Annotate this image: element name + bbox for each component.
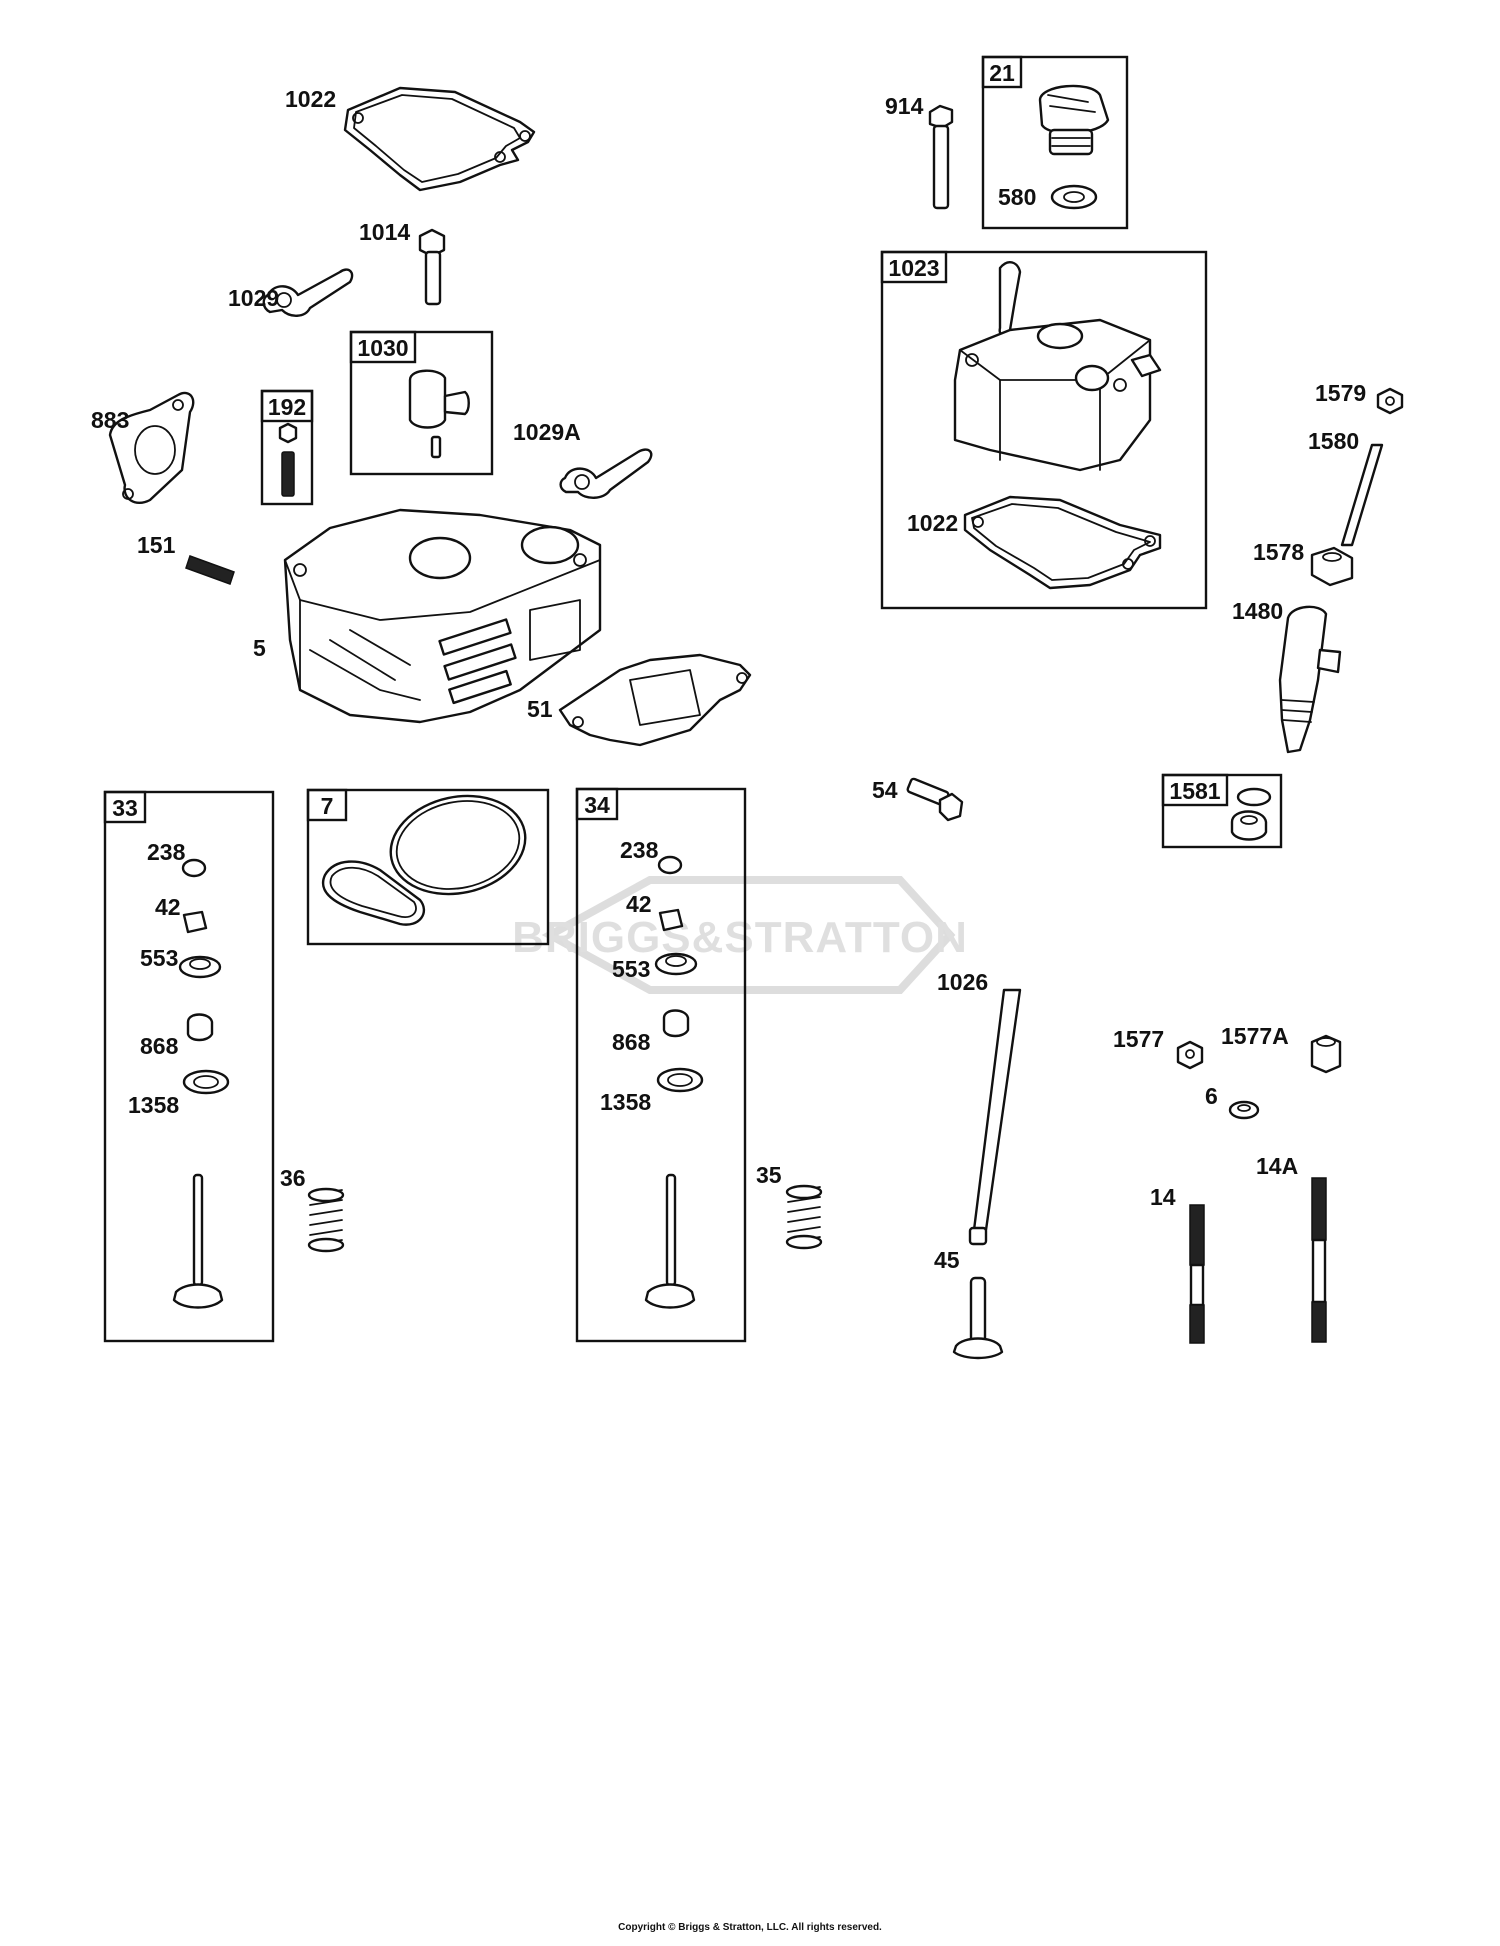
callout-1029a: 1029A bbox=[513, 419, 581, 445]
stud-14 bbox=[1189, 1204, 1205, 1344]
part-1030 bbox=[408, 369, 470, 459]
watermark-text: BRIGGS&STRATTON bbox=[512, 913, 968, 962]
callout-36: 36 bbox=[280, 1165, 306, 1191]
callout-151: 151 bbox=[137, 532, 176, 558]
seal-kit-1581 bbox=[1230, 787, 1272, 841]
rod-1580 bbox=[1340, 443, 1384, 547]
svg-text:1023: 1023 bbox=[888, 255, 939, 281]
tappet-45 bbox=[952, 1276, 1004, 1360]
valve-kit-33-parts bbox=[172, 858, 230, 1309]
callout-1580: 1580 bbox=[1308, 428, 1359, 454]
callout-1358-kit33: 1358 bbox=[128, 1092, 179, 1118]
kit-box-192: 192 bbox=[260, 389, 314, 506]
valve-cover-gasket-lower bbox=[963, 495, 1162, 590]
push-rod-1026 bbox=[968, 988, 1022, 1246]
callout-labels: 1022 914 580 1014 1029 883 1029A 151 5 5… bbox=[91, 86, 1366, 1273]
callout-1578: 1578 bbox=[1253, 539, 1304, 565]
rocker-arm-1029a bbox=[559, 448, 653, 499]
callout-6: 6 bbox=[1205, 1083, 1218, 1109]
valve-cover bbox=[953, 261, 1162, 472]
bolt-914 bbox=[928, 104, 954, 210]
svg-text:21: 21 bbox=[989, 60, 1015, 86]
nut-1577 bbox=[1176, 1040, 1204, 1070]
kit-box-7: 7 bbox=[306, 788, 550, 946]
nut-1577a bbox=[1310, 1034, 1342, 1074]
kit-box-1581: 1581 bbox=[1161, 773, 1283, 849]
callout-1022-top: 1022 bbox=[285, 86, 336, 112]
callout-1579: 1579 bbox=[1315, 380, 1366, 406]
svg-text:33: 33 bbox=[112, 795, 138, 821]
intake-gasket-883 bbox=[108, 391, 195, 505]
callout-1026: 1026 bbox=[937, 969, 988, 995]
callout-868-kit34: 868 bbox=[612, 1029, 651, 1055]
callout-914: 914 bbox=[885, 93, 924, 119]
kit-box-33: 33 bbox=[103, 790, 275, 1343]
svg-text:1030: 1030 bbox=[357, 335, 408, 361]
callout-42-kit33: 42 bbox=[155, 894, 181, 920]
stud-151 bbox=[185, 555, 235, 585]
bolt-54 bbox=[906, 777, 964, 822]
callout-5: 5 bbox=[253, 635, 266, 661]
callout-1029: 1029 bbox=[228, 285, 279, 311]
stud-nut-192 bbox=[278, 422, 298, 497]
exhaust-gasket-51 bbox=[558, 653, 752, 747]
rocker-arm-1029 bbox=[262, 268, 354, 317]
valve-spring-36 bbox=[307, 1187, 345, 1253]
cylinder-head bbox=[283, 508, 602, 724]
kit-box-34: 34 bbox=[575, 787, 747, 1343]
copyright-notice: Copyright © Briggs & Stratton, LLC. All … bbox=[618, 1922, 882, 1933]
component-1480 bbox=[1278, 605, 1342, 754]
callout-580: 580 bbox=[998, 184, 1036, 210]
nut-1579 bbox=[1376, 387, 1404, 415]
kit-box-21: 21 bbox=[981, 55, 1129, 230]
svg-text:192: 192 bbox=[268, 394, 306, 420]
callout-553-kit33: 553 bbox=[140, 945, 178, 971]
oil-fill-cap bbox=[1038, 84, 1110, 156]
gasket-set-7 bbox=[321, 794, 527, 926]
bolt-1014 bbox=[418, 228, 446, 306]
valve-kit-34-parts bbox=[644, 855, 704, 1309]
valve-cover-gasket-top bbox=[343, 86, 536, 192]
valve-spring-35 bbox=[785, 1184, 823, 1250]
callout-14a: 14A bbox=[1256, 1153, 1298, 1179]
callout-553-kit34: 553 bbox=[612, 956, 650, 982]
callout-238-kit34: 238 bbox=[620, 837, 659, 863]
callout-868-kit33: 868 bbox=[140, 1033, 179, 1059]
callout-14: 14 bbox=[1150, 1184, 1176, 1210]
callout-1577a: 1577A bbox=[1221, 1023, 1289, 1049]
washer-580 bbox=[1050, 184, 1098, 210]
kit-box-1030: 1030 bbox=[349, 330, 494, 476]
svg-text:7: 7 bbox=[321, 793, 334, 819]
callout-1480: 1480 bbox=[1232, 598, 1283, 624]
callout-1014: 1014 bbox=[359, 219, 410, 245]
callout-238-kit33: 238 bbox=[147, 839, 186, 865]
nut-1578 bbox=[1310, 546, 1354, 587]
callout-1022-cover: 1022 bbox=[907, 510, 958, 536]
callout-42-kit34: 42 bbox=[626, 891, 652, 917]
stud-14a bbox=[1311, 1177, 1327, 1343]
callout-51: 51 bbox=[527, 696, 553, 722]
brand-watermark: BRIGGS&STRATTON bbox=[512, 876, 968, 994]
kit-box-1023: 1023 bbox=[880, 250, 1208, 610]
callout-1358-kit34: 1358 bbox=[600, 1089, 651, 1115]
callout-883: 883 bbox=[91, 407, 129, 433]
callout-45: 45 bbox=[934, 1247, 960, 1273]
washer-6 bbox=[1228, 1100, 1260, 1120]
callout-35: 35 bbox=[756, 1162, 782, 1188]
callout-1577: 1577 bbox=[1113, 1026, 1164, 1052]
callout-54: 54 bbox=[872, 777, 898, 803]
svg-text:34: 34 bbox=[584, 792, 610, 818]
svg-text:1581: 1581 bbox=[1169, 778, 1220, 804]
